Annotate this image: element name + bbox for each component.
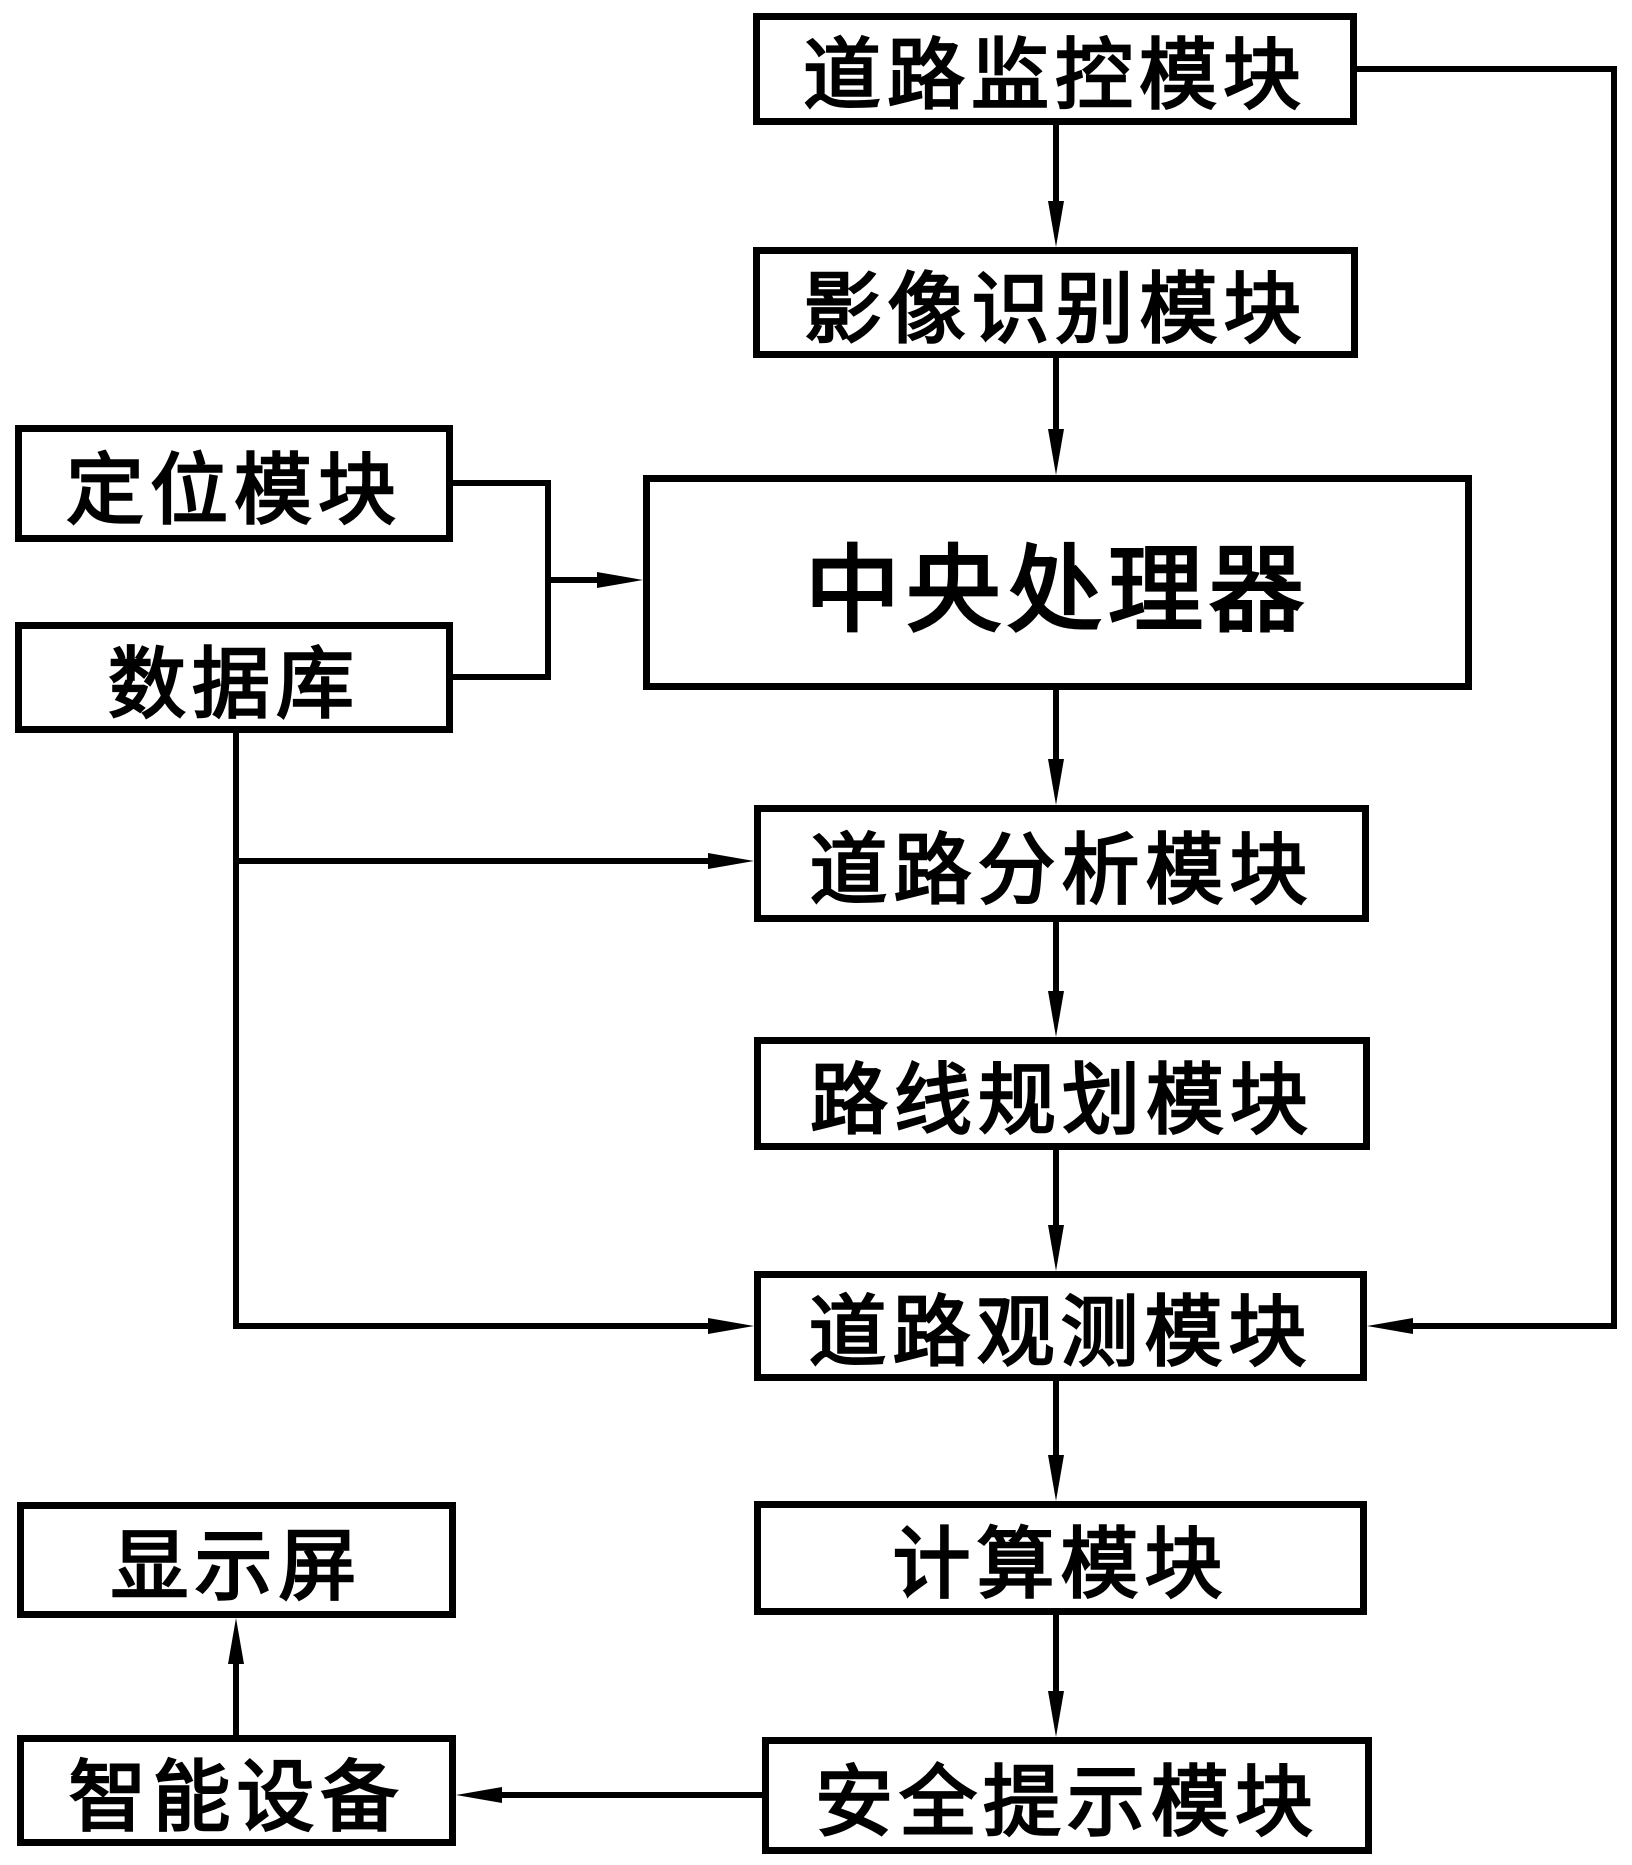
edge-recognition-cpu-line [1053,358,1059,433]
edge-planning-observation-line [1053,1150,1059,1228]
edge-monitoring-recognition-arrowhead-icon [1048,201,1064,247]
node-image-recognition-label: 影像识别模块 [803,265,1308,353]
node-road-analysis-label: 道路分析模块 [809,826,1314,914]
node-road-observation-label: 道路观测模块 [808,1289,1313,1376]
edge-database-join-line [453,674,551,680]
edge-smartdevice-display-line [233,1661,239,1735]
node-safety-prompt-label: 安全提示模块 [814,1758,1319,1846]
edge-analysis-planning-line [1053,922,1059,995]
edge-recognition-cpu-arrowhead-icon [1048,429,1064,475]
edge-analysis-planning-arrowhead-icon [1048,991,1064,1037]
edge-monitoring-observation-bottom-line [1411,1323,1617,1329]
node-positioning: 定位模块 [15,425,453,542]
edge-database-analysis-line [233,858,709,864]
edge-database-observation-arrowhead-icon [708,1318,754,1334]
edge-join-cpu-arrowhead-icon [597,572,643,588]
edge-observation-calculation-arrowhead-icon [1048,1455,1064,1501]
node-road-analysis: 道路分析模块 [754,805,1369,922]
node-road-monitoring-label: 道路监控模块 [802,32,1307,119]
edge-join-vertical-line [545,480,551,680]
edge-monitoring-recognition-line [1053,125,1059,205]
edge-monitoring-observation-arrowhead-icon [1367,1318,1413,1334]
edge-smartdevice-display-arrowhead-icon [228,1618,244,1664]
node-route-planning: 路线规划模块 [754,1037,1370,1150]
edge-database-observation-line [233,1323,709,1329]
edge-database-analysis-arrowhead-icon [708,853,754,869]
edge-safety-smartdevice-line [501,1792,762,1798]
node-display-screen-label: 显示屏 [110,1523,363,1610]
edge-database-rail-line [233,733,239,1329]
edge-monitoring-observation-top-line [1357,66,1617,72]
node-road-monitoring: 道路监控模块 [753,13,1357,125]
edge-monitoring-observation-right-line [1611,66,1617,1329]
node-safety-prompt: 安全提示模块 [762,1737,1372,1854]
node-positioning-label: 定位模块 [65,446,402,534]
edge-cpu-analysis-arrowhead-icon [1048,759,1064,805]
node-display-screen: 显示屏 [17,1502,456,1618]
node-database: 数据库 [15,622,453,733]
node-calculation-label: 计算模块 [892,1521,1229,1608]
node-smart-device: 智能设备 [17,1735,456,1846]
node-route-planning-label: 路线规划模块 [809,1056,1314,1144]
edge-planning-observation-arrowhead-icon [1048,1225,1064,1271]
node-smart-device-label: 智能设备 [68,1753,405,1841]
node-calculation: 计算模块 [754,1501,1367,1615]
edge-calculation-safety-line [1053,1615,1059,1693]
node-image-recognition: 影像识别模块 [753,247,1358,358]
edge-observation-calculation-line [1053,1381,1059,1457]
edge-calculation-safety-arrowhead-icon [1048,1691,1064,1737]
node-cpu: 中央处理器 [643,475,1472,690]
edge-safety-smartdevice-arrowhead-icon [456,1787,502,1803]
node-road-observation: 道路观测模块 [754,1271,1367,1381]
node-database-label: 数据库 [107,640,360,728]
edge-join-cpu-line [551,577,598,583]
edge-positioning-join-line [453,480,551,486]
edge-cpu-analysis-line [1053,690,1059,763]
node-cpu-label: 中央处理器 [804,538,1310,644]
